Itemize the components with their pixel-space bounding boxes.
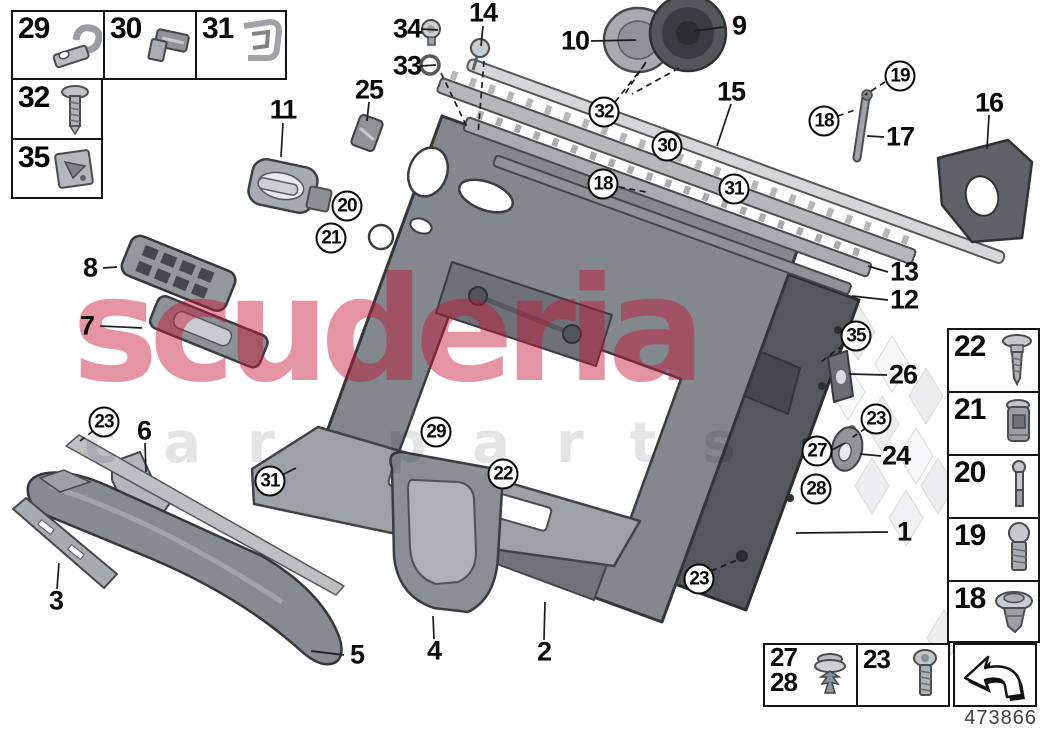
trim-strip [12, 497, 118, 589]
legend-label: 21 [954, 393, 986, 426]
push-rivet-icon [814, 653, 846, 694]
legend-cell-30: 30 [105, 12, 195, 78]
leader-lines-dashed [79, 60, 886, 572]
sealing-grommet-icon [995, 591, 1033, 634]
legend-cell-32: 32 [11, 78, 103, 140]
screw-icon [61, 85, 89, 136]
leader-lines [56, 25, 990, 656]
legend-label: 23 [863, 644, 891, 674]
legend-label: 22 [954, 330, 986, 363]
cross-reference-arrow-icon [963, 655, 1025, 701]
stud-pin-icon [1012, 460, 1026, 507]
blade-trim [65, 434, 345, 596]
speaker [648, 0, 728, 73]
legend-label: 32 [18, 81, 50, 114]
legend-top-row: 29 30 31 [11, 10, 287, 80]
inner-door-handle [247, 157, 333, 215]
door-pull [389, 450, 504, 614]
switch-trim [148, 295, 269, 369]
window-rails [436, 58, 1006, 295]
clip-icon [147, 28, 190, 63]
washer-screw-14 [470, 38, 490, 71]
legend-bottom: 27 28 23 [763, 643, 950, 707]
legend-cell-29: 29 [13, 12, 103, 78]
diagram-part-number: 473866 [964, 707, 1037, 729]
legend-label: 30 [110, 12, 142, 45]
round-head-bolt-icon [1008, 522, 1030, 571]
legend-cell-21: 21 [949, 393, 1038, 454]
bracket-26 [827, 350, 854, 403]
torx-screw-icon [913, 649, 937, 696]
legend-label: 19 [954, 519, 986, 552]
legend-cell-23: 23 [858, 645, 948, 705]
clip-25 [350, 113, 384, 153]
legend-label: 31 [202, 12, 234, 45]
legend-label: 28 [770, 667, 798, 698]
legend-label: 20 [954, 456, 986, 489]
mounting-bracket [936, 138, 1034, 244]
legend-cell-18: 18 [949, 582, 1038, 641]
caged-nut-icon [54, 149, 94, 189]
harlequin-pattern [830, 303, 962, 667]
grommet-34 [421, 19, 441, 46]
legend-cell-35: 35 [11, 138, 103, 199]
expansion-nut-icon [1006, 399, 1030, 442]
legend-label: 35 [18, 141, 50, 174]
flange-screw-icon [1002, 334, 1032, 387]
legend-right: 22 21 20 [947, 328, 1040, 643]
legend-cell-27-28: 27 28 [765, 642, 856, 705]
window-switch-panel [120, 234, 237, 312]
legend-label: 18 [954, 582, 986, 615]
legend-cell-19: 19 [949, 519, 1038, 580]
legend-cell-31: 31 [197, 12, 285, 78]
gasket-24 [830, 425, 864, 472]
retaining-clamp-icon [52, 24, 102, 69]
legend-cell-22: 22 [949, 330, 1038, 391]
legend-label: 29 [18, 12, 50, 45]
legend-label: 27 [770, 642, 798, 672]
spring-clip-icon [243, 18, 283, 61]
legend-cell-20: 20 [949, 456, 1038, 517]
support-rod [852, 89, 873, 163]
cross-reference-box [953, 643, 1037, 707]
